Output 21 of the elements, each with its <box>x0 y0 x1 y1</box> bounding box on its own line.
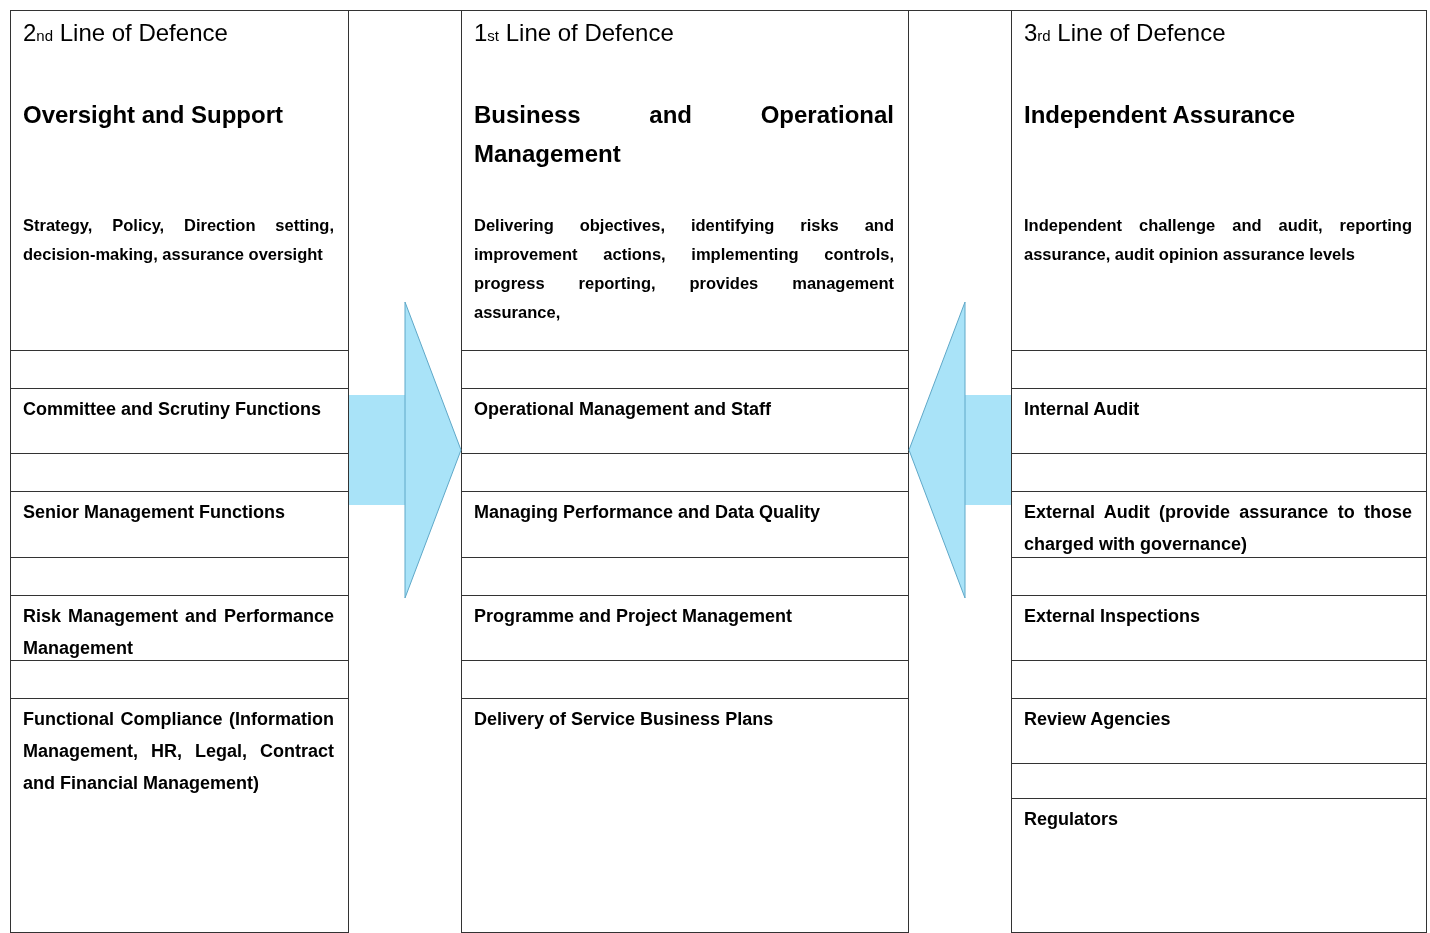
block-arrow <box>349 301 462 599</box>
function-cell: Managing Performance and Data Quality <box>461 491 909 558</box>
column-description: Strategy, Policy, Direction setting, decision-making, assurance oversight <box>23 215 334 265</box>
block-arrow <box>908 301 1011 599</box>
function-cell: Internal Audit <box>1011 388 1427 454</box>
function-cell: Committee and Scrutiny Functions <box>10 388 349 454</box>
column-title: Business and Operational Management <box>474 100 894 169</box>
column-description: Delivering objectives, identifying risks and improvement actions, implementing controls, progress reporting, provides management assurance, <box>474 215 894 323</box>
function-cell: Review Agencies <box>1011 698 1427 764</box>
column-panel <box>1011 10 1427 933</box>
column-title: Oversight and Support <box>23 100 284 130</box>
column-panel <box>461 10 909 933</box>
function-cell: Operational Management and Staff <box>461 388 909 454</box>
function-cell: Risk Management and Performance Management <box>10 595 349 661</box>
function-cell: External Inspections <box>1011 595 1427 661</box>
function-cell: Senior Management Functions <box>10 491 349 558</box>
column-title: Independent Assurance <box>1024 100 1297 130</box>
column-panel <box>10 10 349 933</box>
function-cell: External Audit (provide assurance to those charged with governance) <box>1011 491 1427 558</box>
function-cell: Programme and Project Management <box>461 595 909 661</box>
column-description: Independent challenge and audit, reporting assurance, audit opinion assurance levels <box>1024 215 1412 265</box>
